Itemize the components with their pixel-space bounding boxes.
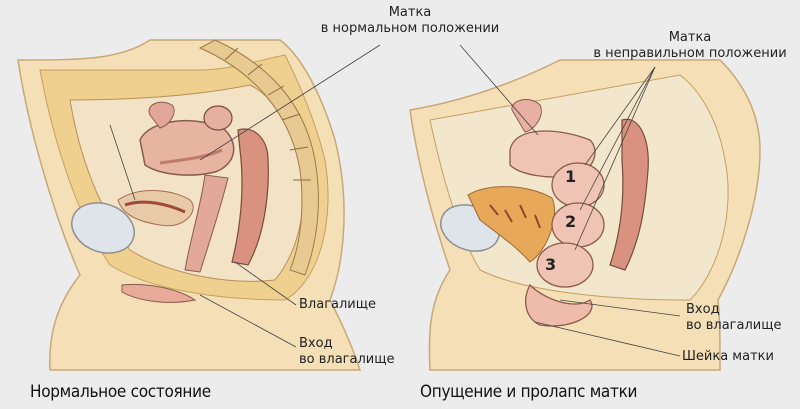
vagina-label: Влагалище [299, 297, 376, 312]
prolapse-anatomy-figure [409, 44, 761, 371]
label-line: Вход [686, 302, 720, 317]
label-line: во влагалище [686, 318, 782, 333]
label-line: Вход [299, 336, 333, 351]
label-line: в нормальном положении [320, 21, 500, 36]
cervix-label: Шейка матки [682, 349, 774, 364]
stage-number-3: 3 [545, 255, 557, 274]
stage-number-1: 1 [565, 167, 577, 186]
label-line: во влагалище [299, 352, 395, 367]
caption-prolapse: Опущение и пролапс матки [420, 382, 638, 402]
label-line: Матка [668, 30, 712, 45]
label-line: Матка [388, 5, 432, 20]
normal-uterus-label: Матка в нормальном положении [305, 5, 515, 37]
vaginal-entrance-label-left: Вход во влагалище [299, 336, 394, 368]
label-line: в неправильном положении [593, 46, 787, 61]
stage-number-2: 2 [565, 212, 577, 231]
normal-anatomy-figure [17, 39, 381, 371]
caption-normal: Нормальное состояние [30, 382, 211, 402]
abnormal-uterus-label: Матка в неправильном положении [585, 30, 795, 62]
vaginal-entrance-label-right: Вход во влагалище [686, 302, 781, 334]
